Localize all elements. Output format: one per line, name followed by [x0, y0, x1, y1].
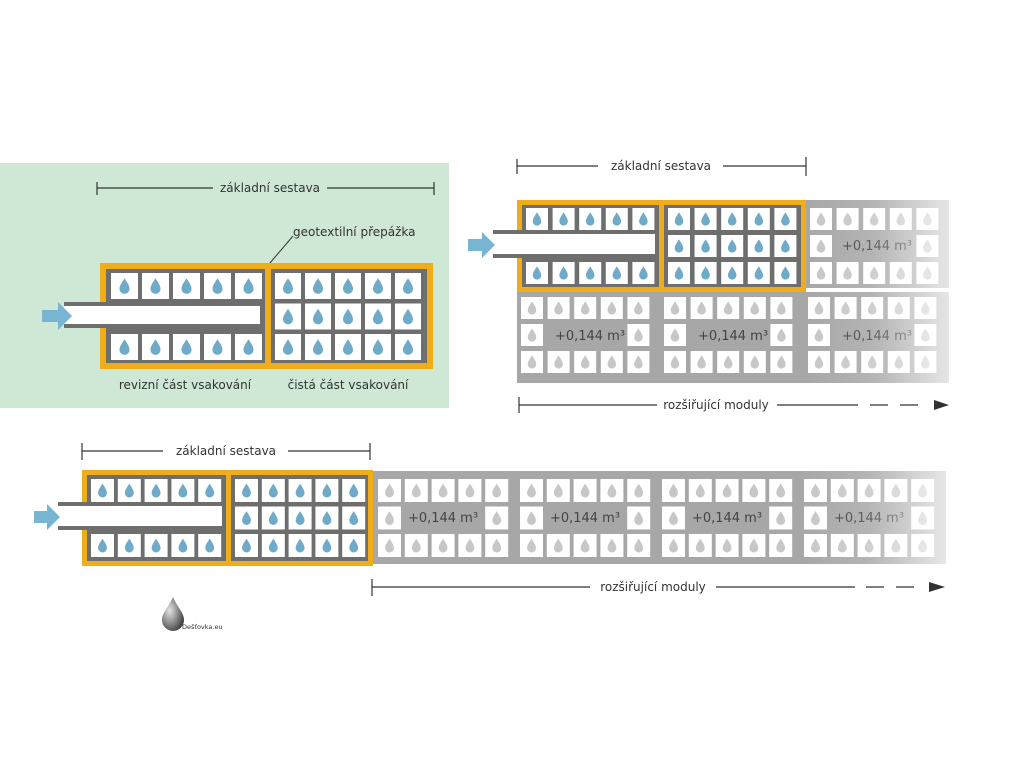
- inspection-part-label: revizní část vsakování: [119, 378, 252, 392]
- partition-label: geotextilní přepážka: [293, 225, 415, 239]
- top-extension-dimension: rozšiřující moduly: [518, 397, 949, 413]
- crate-cells: [111, 273, 421, 360]
- module-volume-label: +0,144 m³: [698, 329, 768, 344]
- bottom-extension-dimension: rozšiřující moduly: [371, 579, 945, 596]
- arrowhead-icon: [929, 582, 945, 592]
- bottom-base-set-dimension: základní sestava: [81, 443, 371, 460]
- bottom-base-set-label: základní sestava: [176, 444, 276, 458]
- module-volume-label: +0,144 m³: [408, 511, 478, 526]
- module-volume-label: +0,144 m³: [550, 511, 620, 526]
- top-inflow-arrow-icon: [468, 232, 495, 258]
- base-set-dimension: základní sestava: [96, 181, 435, 195]
- logo-text: Dešťovka.eu: [182, 622, 223, 631]
- arrowhead-icon: [934, 400, 949, 410]
- clean-part-label: čistá část vsakování: [288, 378, 409, 392]
- bottom-inflow-pipe-inner: [58, 506, 222, 526]
- fade-overlay: [806, 196, 954, 386]
- top-base-set-dimension: základní sestava: [516, 157, 807, 176]
- bottom-inflow-arrow-icon: [34, 504, 60, 530]
- module-volume-label: +0,144 m³: [555, 329, 625, 344]
- top-inflow-pipe-inner: [493, 234, 655, 254]
- top-extension-label: rozšiřující moduly: [663, 398, 769, 412]
- drop-logo-icon: [162, 597, 184, 631]
- top-base-set-label: základní sestava: [611, 159, 711, 173]
- base-set-label: základní sestava: [220, 181, 320, 195]
- bottom-extension-label: rozšiřující moduly: [600, 580, 706, 594]
- linear-extension-diagram: základní sestava +0,144 m³ +0,144 m³ +0,…: [34, 443, 950, 596]
- fade-overlay: [800, 467, 950, 569]
- module-volume-label: +0,144 m³: [692, 511, 762, 526]
- inflow-arrow-icon: [42, 302, 72, 330]
- base-set-diagram: základní sestava geotextilní přepážka re…: [0, 163, 449, 408]
- inflow-pipe-inner: [64, 306, 260, 324]
- brand-logo: Dešťovka.eu: [162, 597, 223, 631]
- stacked-extension-diagram: základní sestava +0,144 m³ +0,144 m³ +0,…: [468, 157, 954, 413]
